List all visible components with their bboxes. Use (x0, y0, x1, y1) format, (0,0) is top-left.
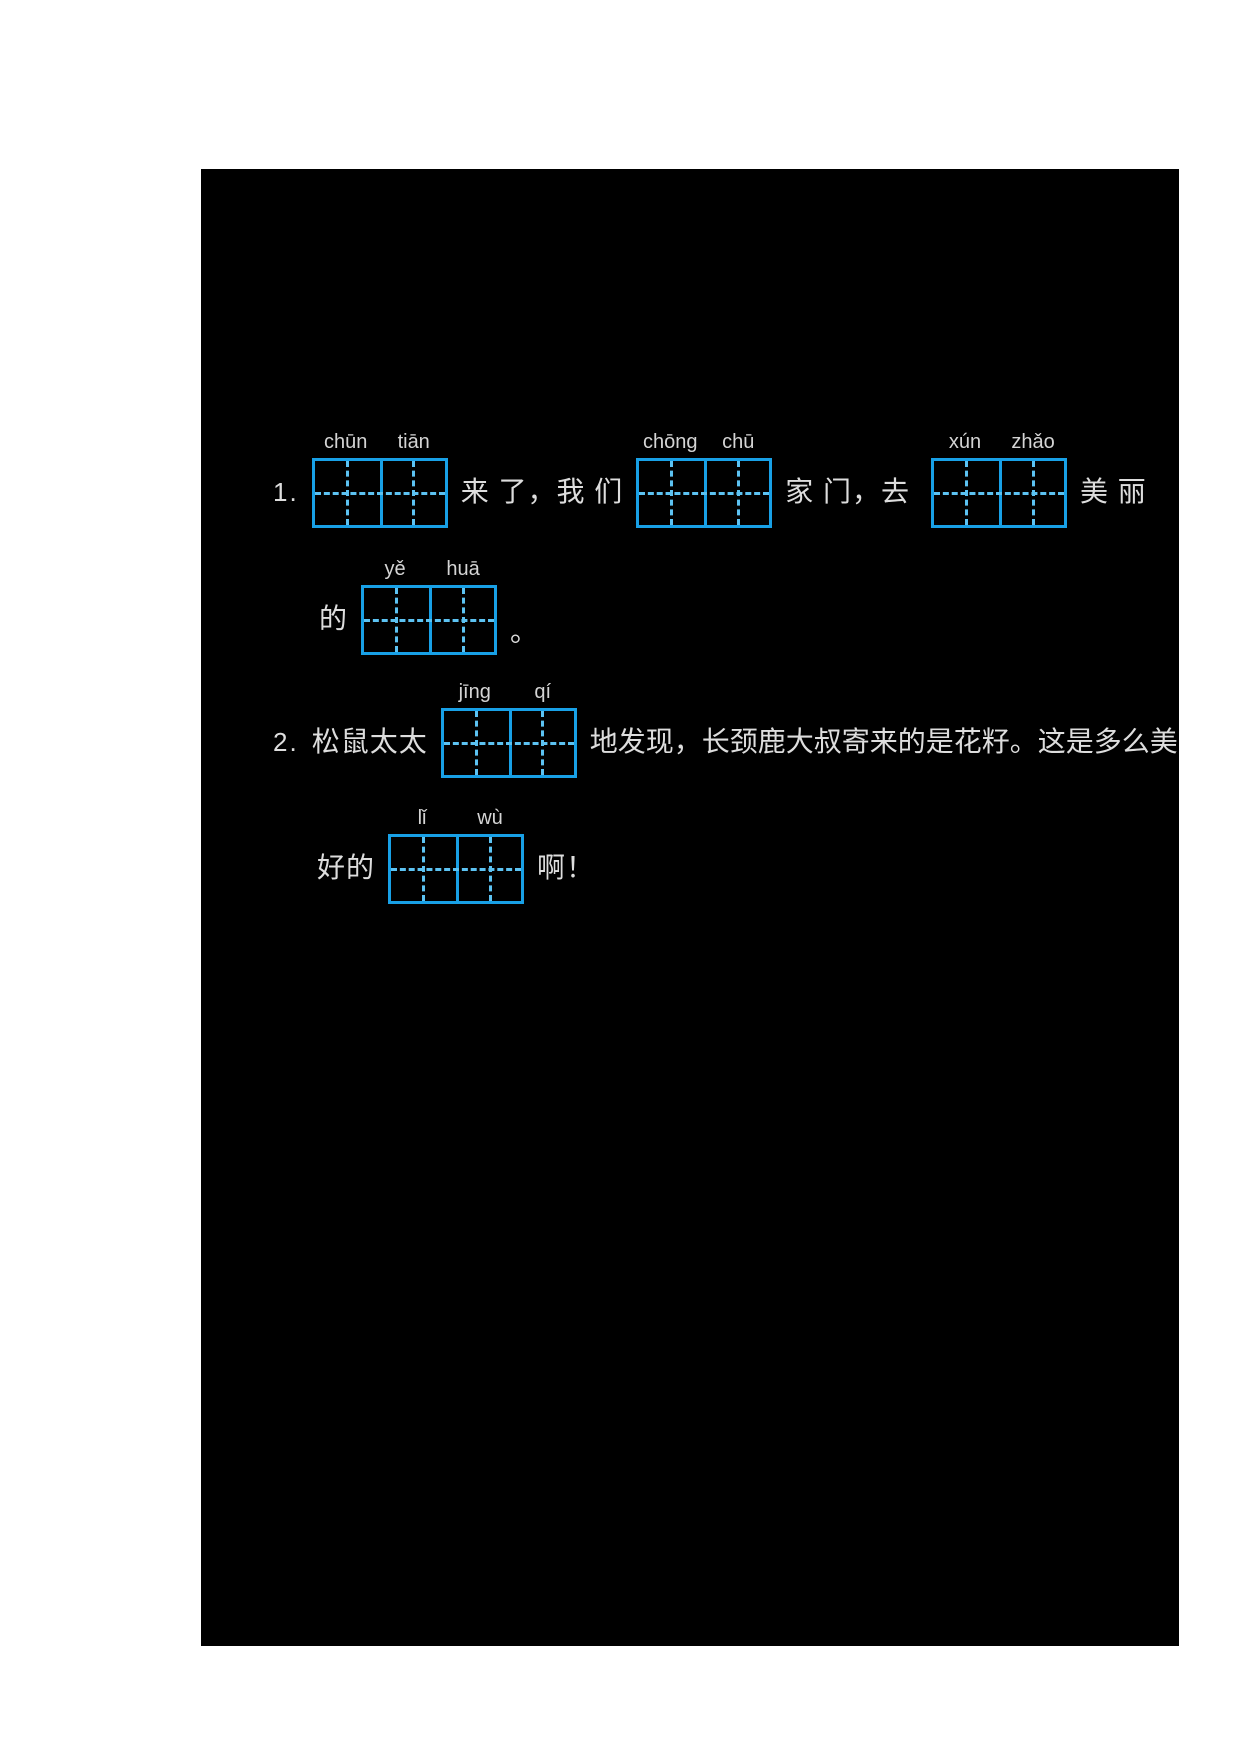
writing-grid-ye-hua: yě huā (361, 557, 498, 655)
sentence-text: 好的 (317, 852, 376, 883)
answer-cell (429, 588, 494, 652)
question-2-line-2: 好的 lǐ wù 啊！ (317, 806, 595, 904)
pinyin-row: lǐ wù (388, 806, 524, 834)
pinyin-syllable: yě (384, 558, 406, 580)
sentence-text: 的 (319, 603, 349, 634)
pinyin-syllable: lǐ (417, 807, 427, 829)
tianzige-cells (636, 458, 773, 528)
tianzige-cells (440, 708, 577, 778)
answer-cell (999, 461, 1064, 525)
sentence-text: 地发现，长颈鹿大叔寄来的是花籽。这是多么美 (589, 726, 1178, 757)
answer-cell (379, 461, 445, 525)
pinyin-row: jīng qí (441, 680, 577, 708)
sentence-text: 啊！ (537, 852, 596, 883)
sentence-text: 来 了，我 们 (460, 476, 624, 507)
writing-grid-jing-qi: jīng qí (440, 680, 577, 778)
answer-cell (934, 461, 999, 525)
pinyin-syllable: jīng (458, 681, 491, 703)
sentence-text: 松鼠太太 (311, 726, 428, 757)
sentence-text: 美 丽 (1080, 476, 1147, 507)
pinyin-syllable: wù (477, 807, 503, 829)
pinyin-syllable: chūn (324, 431, 368, 453)
tianzige-cells (388, 834, 525, 904)
question-1-line-2: 的 yě huā 。 (319, 557, 538, 655)
pinyin-row: chōng chū (636, 430, 772, 458)
tianzige-cells (931, 458, 1068, 528)
pinyin-row: xún zhǎo (931, 430, 1067, 458)
worksheet-page: 1. chūn tiān 来 了，我 们 chōng chū (201, 169, 1179, 1646)
answer-cell (315, 461, 380, 525)
answer-cell (508, 711, 574, 775)
pinyin-syllable: chū (722, 431, 755, 453)
answer-cell (364, 588, 429, 652)
writing-grid-xun-zhao: xún zhǎo (931, 430, 1068, 528)
writing-grid-chun-tian: chūn tiān (311, 430, 448, 528)
pinyin-row: chūn tiān (312, 430, 448, 458)
answer-cell (391, 837, 456, 901)
sentence-text: 家 门，去 (785, 476, 911, 507)
pinyin-syllable: zhǎo (1011, 431, 1055, 453)
question-1-line-1: 1. chūn tiān 来 了，我 们 chōng chū (273, 430, 1147, 528)
question-1-number: 1. (273, 477, 299, 507)
answer-cell (444, 711, 509, 775)
pinyin-syllable: tiān (397, 431, 430, 453)
answer-cell (704, 461, 769, 525)
pinyin-row: yě huā (361, 557, 497, 585)
punctuation: 。 (510, 616, 539, 647)
question-2-line-1: 2. 松鼠太太 jīng qí 地发现，长颈鹿大叔寄来的是花籽。这是多么美 (273, 680, 1178, 778)
answer-cell (456, 837, 521, 901)
tianzige-cells (361, 585, 498, 655)
pinyin-syllable: chōng (643, 431, 698, 453)
writing-grid-li-wu: lǐ wù (388, 806, 525, 904)
writing-grid-chong-chu: chōng chū (636, 430, 773, 528)
answer-cell (639, 461, 704, 525)
pinyin-syllable: xún (948, 431, 982, 453)
tianzige-cells (311, 458, 448, 528)
pinyin-syllable: huā (446, 558, 480, 580)
question-2-number: 2. (273, 727, 299, 757)
pinyin-syllable: qí (534, 681, 552, 703)
